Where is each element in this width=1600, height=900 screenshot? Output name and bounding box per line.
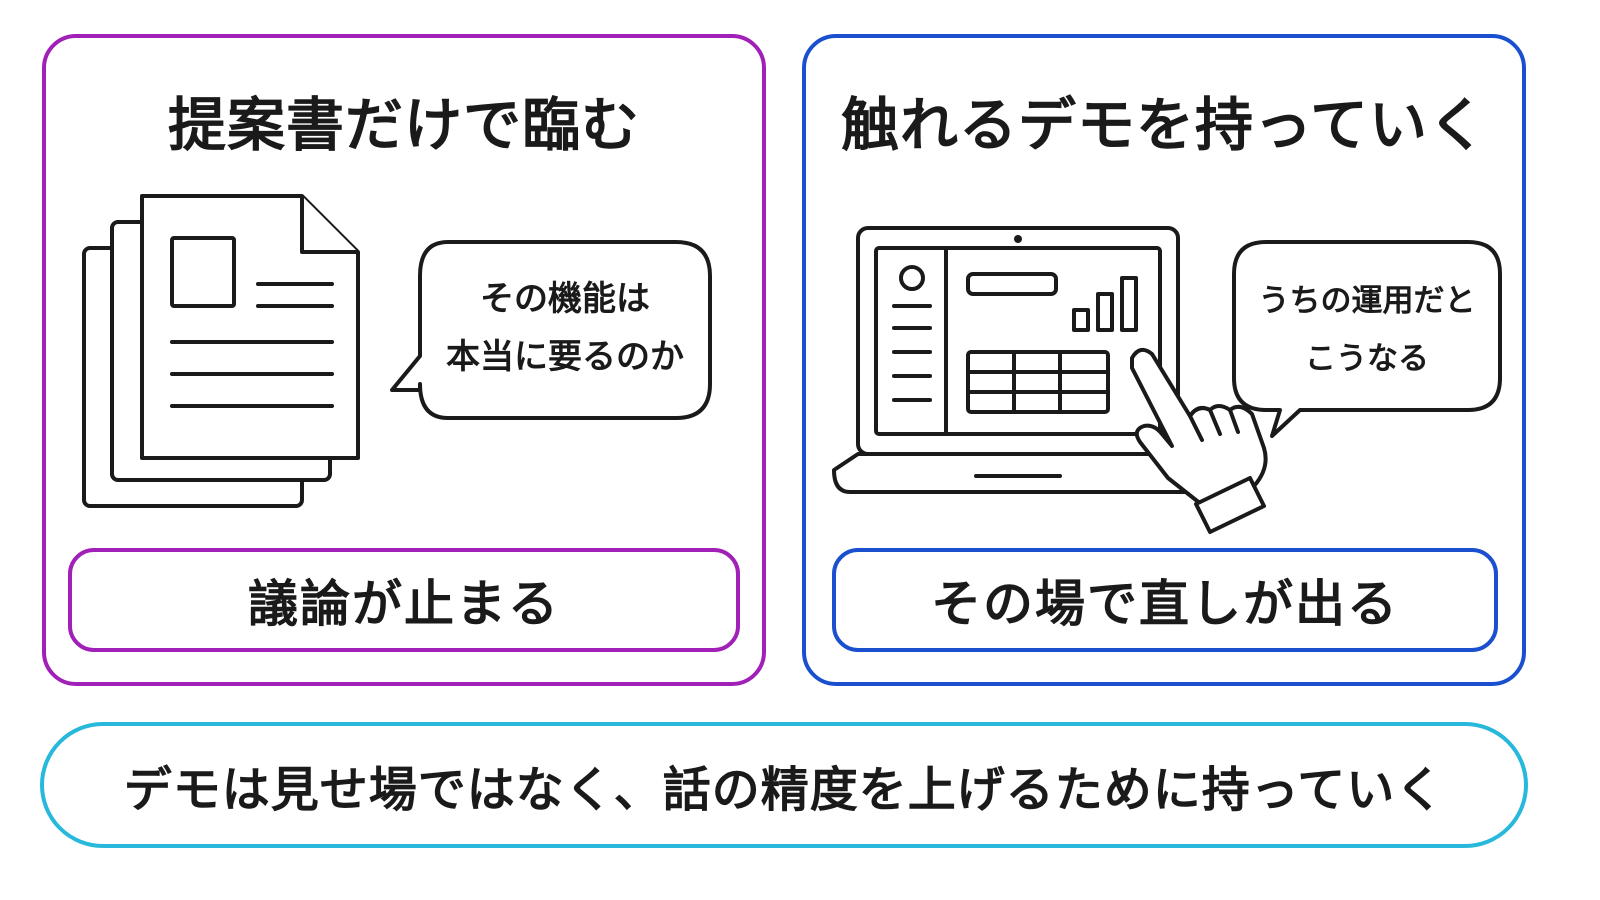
document-stack-icon <box>82 194 712 508</box>
right-bubble-line1: うちの運用だと <box>1258 283 1476 319</box>
left-panel: 提案書だけで臨む その機能は 本当に要るのか 議 <box>42 34 766 686</box>
left-bubble-text: その機能は 本当に要るのか <box>420 270 710 386</box>
right-result-box: その場で直しが出る <box>832 548 1498 652</box>
right-bubble-text: うちの運用だと こうなる <box>1234 272 1500 388</box>
right-bubble-line2: こうなる <box>1305 341 1429 377</box>
left-result-box: 議論が止まる <box>68 548 740 652</box>
right-panel: 触れるデモを持っていく <box>802 34 1526 686</box>
summary-banner: デモは見せ場ではなく、話の精度を上げるために持っていく <box>40 722 1528 848</box>
left-bubble-line1: その機能は <box>480 279 650 319</box>
left-bubble-line2: 本当に要るのか <box>446 337 684 377</box>
right-speech-bubble <box>1232 240 1502 438</box>
pointing-hand-icon <box>1130 347 1268 534</box>
left-speech-bubble <box>390 240 712 420</box>
laptop-demo-icon <box>832 226 1502 534</box>
left-panel-title: 提案書だけで臨む <box>167 91 640 159</box>
right-panel-title: 触れるデモを持っていく <box>840 91 1488 159</box>
